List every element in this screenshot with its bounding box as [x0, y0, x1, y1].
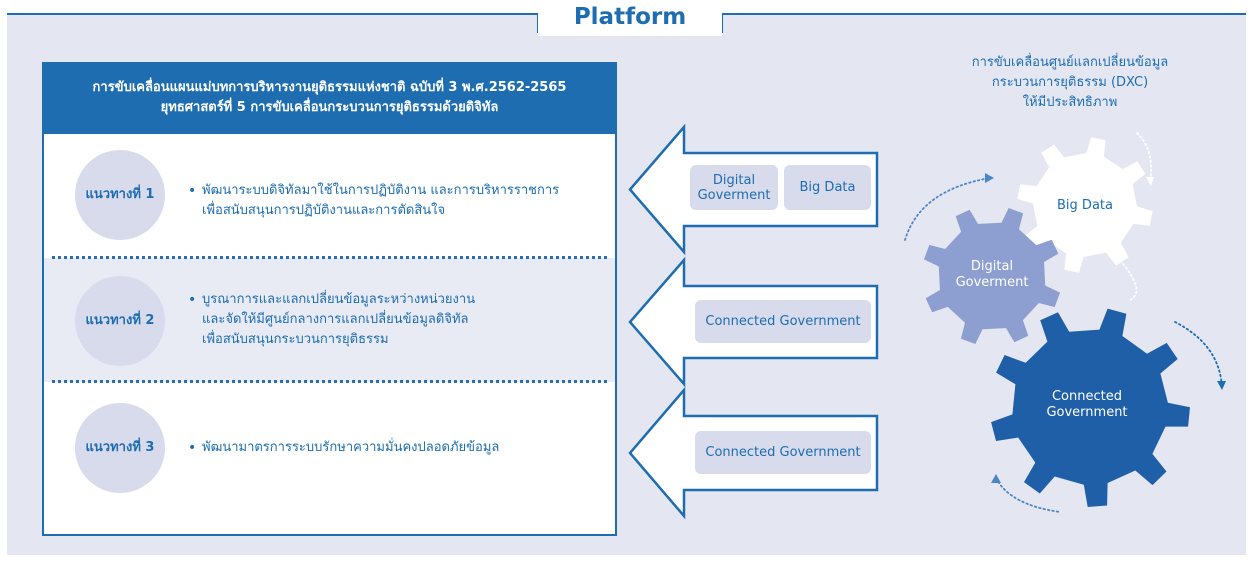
- row-divider: [52, 256, 607, 259]
- dxc-title: การขับเคลื่อนศูนย์แลกเปลี่ยนข้อมูล กระบว…: [920, 53, 1220, 113]
- bullet: •: [188, 440, 197, 456]
- approach-3-line: พัฒนามาตรการระบบรักษาความมั่นคงปลอดภัยข้…: [202, 440, 500, 455]
- gear-label-big-data: Big Data: [1057, 198, 1113, 213]
- tag-line: Goverment: [697, 187, 771, 203]
- approach-3-text: • พัฒนามาตรการระบบรักษาความมั่นคงปลอดภัย…: [188, 438, 499, 458]
- tag-digital-goverment: Digital Goverment: [690, 165, 778, 210]
- approach-1-line: เพื่อสนับสนุนการปฏิบัติงานและการตัดสินใจ: [202, 203, 446, 218]
- arrowhead-icon: [991, 474, 1001, 483]
- dxc-title-line: การขับเคลื่อนศูนย์แลกเปลี่ยนข้อมูล: [971, 55, 1169, 70]
- arrowhead-icon: [1146, 177, 1154, 186]
- row-divider: [52, 380, 607, 383]
- tag-line: Digital: [712, 172, 756, 188]
- gear-big-data-icon: [1017, 137, 1153, 273]
- gear-connected-icon: [991, 308, 1190, 507]
- frame-line-left: [7, 13, 538, 15]
- rotation-arrow-icon: [1174, 321, 1223, 389]
- approach-2-text: • บูรณาการและแลกเปลี่ยนข้อมูลระหว่างหน่ว…: [188, 290, 475, 350]
- approach-1-text: • พัฒนาระบบดิจิทัลมาใช้ในการปฏิบัติงาน แ…: [188, 181, 559, 221]
- plan-heading-line2: ยุทธศาสตร์ที่ 5 การขับเคลื่อนกระบวนการยุ…: [160, 100, 499, 115]
- plan-heading: การขับเคลื่อนแผนแม่บทการบริหารงานยุติธรร…: [42, 62, 617, 134]
- approach-2-line: เพื่อสนับสนุนกระบวนการยุติธรรม: [202, 332, 389, 347]
- gear-label-connected: Government: [1046, 405, 1127, 420]
- rotation-arrow-icon: [1107, 246, 1138, 301]
- approach-3-badge: แนวทางที่ 3: [75, 403, 165, 493]
- gear-label-digital: Digital: [971, 259, 1013, 274]
- frame-tick-right: [721, 13, 723, 33]
- approach-2-badge: แนวทางที่ 2: [75, 276, 165, 366]
- rotation-arrow-icon: [1136, 132, 1152, 184]
- approach-1-line: พัฒนาระบบดิจิทัลมาใช้ในการปฏิบัติงาน และ…: [202, 183, 560, 198]
- plan-heading-line1: การขับเคลื่อนแผนแม่บทการบริหารงานยุติธรร…: [92, 80, 567, 95]
- bullet: •: [188, 292, 197, 308]
- approach-2-line: บูรณาการและแลกเปลี่ยนข้อมูลระหว่างหน่วยง…: [202, 292, 476, 307]
- dxc-title-line: ให้มีประสิทธิภาพ: [1022, 95, 1118, 110]
- arrowhead-icon: [985, 173, 994, 183]
- frame-line-right: [722, 13, 1246, 15]
- approach-2-line: และจัดให้มีศูนย์กลางการแลกเปลี่ยนข้อมูลด…: [202, 312, 469, 327]
- gear-digital-icon: [924, 208, 1060, 344]
- tag-connected-government: Connected Government: [695, 300, 871, 343]
- dxc-title-line: กระบวนการยุติธรรม (DXC): [991, 75, 1149, 90]
- page-title: Platform: [538, 0, 722, 36]
- approach-1-badge: แนวทางที่ 1: [75, 150, 165, 240]
- gear-label-connected: Connected: [1052, 389, 1122, 404]
- gear-label-digital: Goverment: [956, 275, 1029, 290]
- gears-graphic: Big Data Digital Goverment Connected Gov…: [904, 132, 1226, 513]
- tag-connected-government: Connected Government: [695, 431, 871, 474]
- bullet: •: [188, 183, 197, 199]
- rotation-arrow-icon: [904, 177, 991, 241]
- tag-big-data: Big Data: [784, 165, 871, 210]
- arrowhead-icon: [1217, 381, 1226, 390]
